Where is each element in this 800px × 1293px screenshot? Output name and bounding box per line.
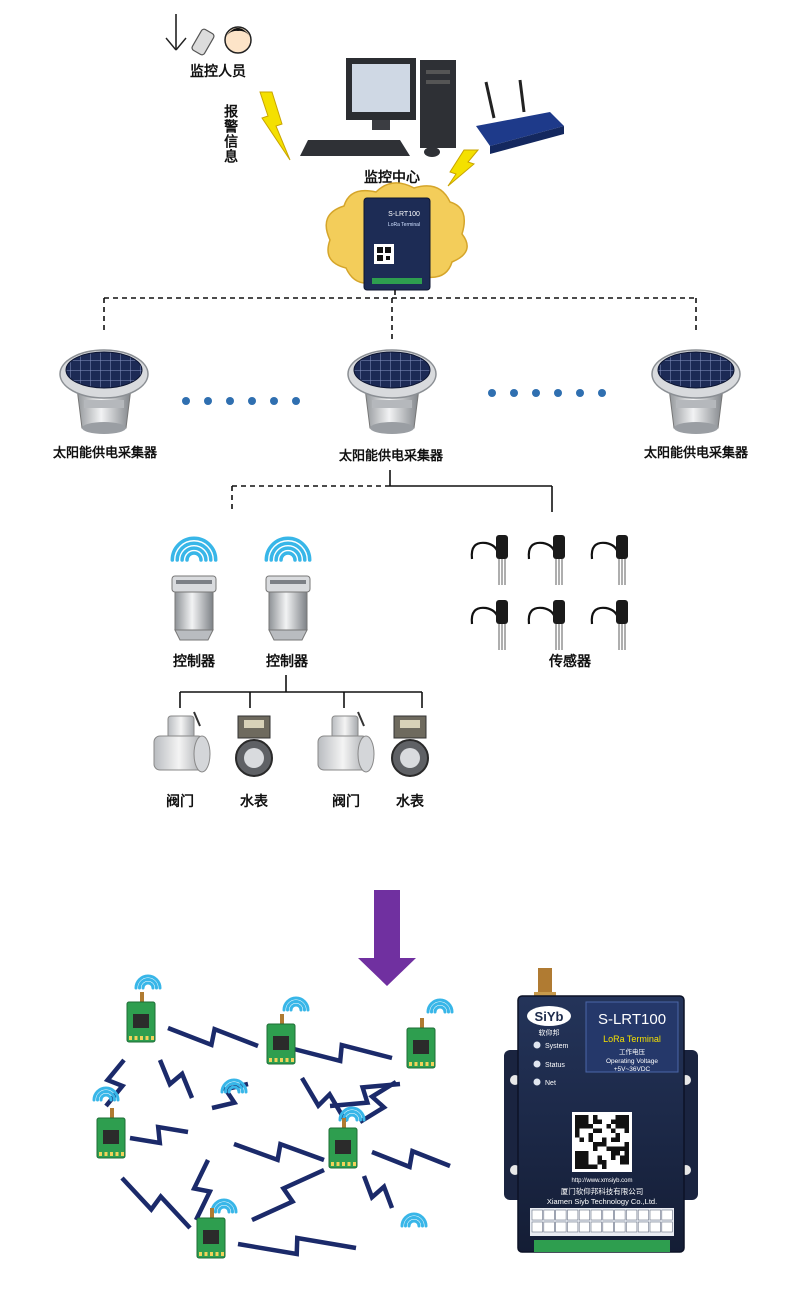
network-tree-lines [103, 290, 697, 340]
lora-module-icon [266, 1014, 296, 1065]
computer-icon [300, 58, 456, 157]
water-meter-label: 水表 [396, 793, 425, 810]
radio-link-bolt [371, 1148, 451, 1170]
wifi-signal-icon [338, 1106, 366, 1122]
radio-link-bolt [289, 1042, 393, 1064]
solar-collector-icon [59, 349, 149, 434]
wifi-signal-icon [220, 1078, 248, 1094]
controller-icon [265, 575, 311, 641]
subtree-lines [231, 470, 553, 512]
soil-sensor-icon [470, 600, 508, 650]
device-voltage-en: Operating Voltage [606, 1058, 658, 1065]
indicator-net-label: Net [545, 1080, 556, 1087]
radio-link-bolt [361, 1175, 395, 1209]
device-voltage-cn: 工作电压 [619, 1047, 646, 1056]
valve-label: 阀门 [332, 793, 360, 810]
radio-link-bolt [300, 1076, 348, 1124]
device-brand-cn: 软仰邦 [539, 1028, 560, 1037]
wifi-signal-icon [264, 536, 312, 562]
sensor-label: 传感器 [548, 653, 592, 670]
device-url: http://www.xmsiyb.com [571, 1178, 632, 1184]
soil-sensor-icon [527, 600, 565, 650]
solar-collector-icon [347, 349, 437, 434]
lora-module-icon [406, 1018, 436, 1069]
lightning-bolt-icon [259, 91, 291, 161]
wifi-signal-icon [92, 1086, 120, 1102]
radio-link-bolt [167, 1025, 259, 1049]
valve-tree-lines [179, 675, 423, 708]
radio-link-bolt [233, 1141, 325, 1163]
device-voltage-value: +5V~36VDC [614, 1066, 651, 1073]
water-meter-label: 水表 [240, 793, 269, 810]
lora-module-icon [328, 1118, 358, 1169]
valve-icon [317, 711, 375, 773]
radio-link-bolt [329, 1081, 401, 1109]
soil-sensor-icon [470, 535, 508, 585]
gateway-small-model: S-LRT100 [388, 211, 420, 218]
device-model: S-LRT100 [598, 1011, 666, 1028]
soil-sensor-icon [527, 535, 565, 585]
monitor-person-label: 监控人员 [190, 63, 246, 80]
solar-collector-icon [651, 349, 741, 434]
wifi-signal-icon [426, 998, 454, 1014]
indicator-system-label: System [545, 1043, 569, 1050]
controller-icon [171, 575, 217, 641]
router-icon [476, 79, 564, 154]
wifi-signal-icon [210, 1198, 238, 1214]
valve-label: 阀门 [166, 793, 194, 810]
radio-link-bolt [251, 1167, 325, 1223]
valve-icon [153, 711, 211, 773]
ellipsis-dots [182, 389, 606, 405]
lora-terminal-device [504, 968, 698, 1253]
collector-label: 太阳能供电采集器 [643, 445, 749, 461]
radio-link-bolt [120, 1176, 192, 1230]
wifi-signal-icon [170, 536, 218, 562]
lightning-bolt-icon [447, 149, 480, 187]
device-product-line: LoRa Terminal [603, 1034, 661, 1044]
radio-link-bolt [157, 1059, 195, 1099]
indicator-status-label: Status [545, 1062, 565, 1069]
wifi-signal-icon [282, 996, 310, 1012]
soil-sensor-icon [590, 600, 628, 650]
soil-sensor-icon [590, 535, 628, 585]
controller-label: 控制器 [173, 653, 216, 670]
wifi-signal-icon [400, 1212, 428, 1228]
monitor-person-icon [165, 14, 252, 56]
alarm-info-label: 报警信息 [222, 104, 239, 164]
lora-module-icon [196, 1208, 226, 1259]
monitor-center-label: 监控中心 [364, 169, 420, 186]
gateway-device-small [363, 197, 431, 291]
collector-label: 太阳能供电采集器 [52, 445, 158, 461]
radio-link-bolt [129, 1124, 189, 1146]
water-meter-icon [391, 715, 429, 777]
device-company-en: Xiamen Siyb Technology Co.,Ltd. [547, 1197, 657, 1206]
lora-module-icon [96, 1108, 126, 1159]
gateway-small-line: LoRa Terminal [388, 222, 420, 228]
radio-link-bolt [190, 1159, 214, 1221]
water-meter-icon [235, 715, 273, 777]
lora-module-icon [126, 992, 156, 1043]
down-arrow-icon [358, 890, 416, 986]
device-brand-logo: SiYb [535, 1009, 564, 1024]
radio-link-bolt [358, 1080, 398, 1124]
controller-label: 控制器 [266, 653, 309, 670]
wifi-signal-icon [134, 974, 162, 990]
device-company-cn: 厦门软仰邦科技有限公司 [561, 1186, 644, 1196]
collector-label: 太阳能供电采集器 [338, 448, 444, 464]
radio-link-bolt [237, 1235, 357, 1257]
